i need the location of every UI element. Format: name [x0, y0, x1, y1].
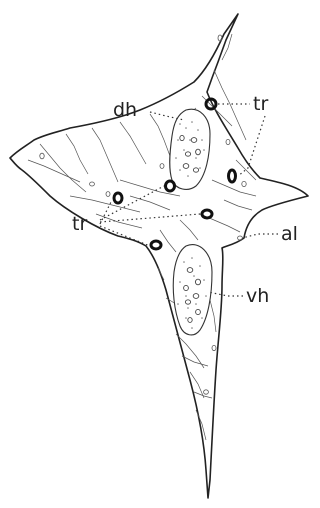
label-vh: vh: [246, 285, 269, 307]
specimen-outline: [10, 14, 308, 498]
label-al: al: [281, 223, 298, 245]
label-tr-left: tr: [72, 213, 87, 235]
label-dh: dh: [113, 99, 137, 121]
leader-al: [242, 234, 278, 238]
label-tr-upper: tr: [253, 93, 268, 115]
